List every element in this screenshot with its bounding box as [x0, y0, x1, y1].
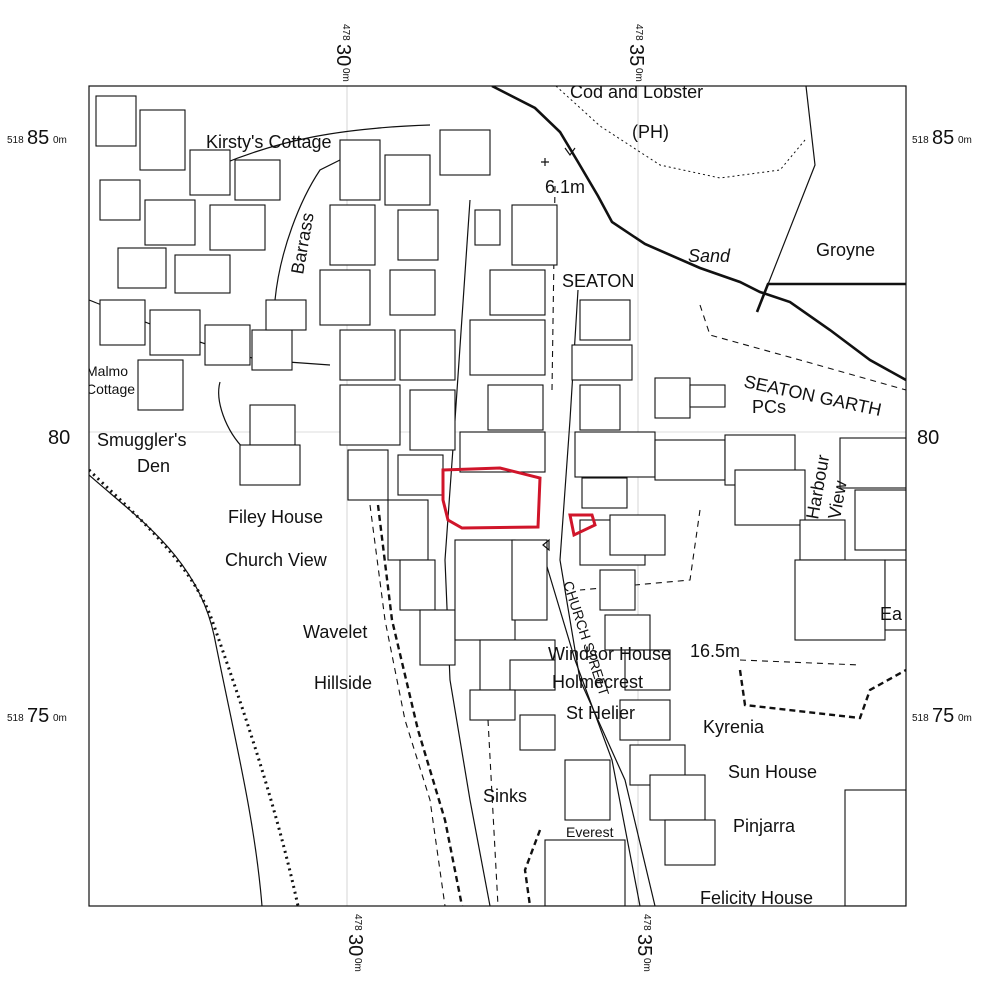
label-barrass: Barrass	[287, 211, 317, 276]
map-frame	[88, 85, 907, 907]
label-cottage: Cottage	[86, 381, 135, 397]
label-malmo: Malmo	[86, 363, 128, 379]
grid-label-right-upper-prefix: 518	[912, 135, 929, 146]
label-smugglers: Smuggler's	[97, 430, 186, 450]
label-everest: Everest	[566, 824, 614, 840]
grid-label-right-upper: 85	[932, 127, 954, 149]
label-windsor-house: Windsor House	[548, 644, 671, 664]
svg-text:478: 478	[340, 24, 351, 41]
label-holmecrest: Holmecrest	[552, 672, 643, 692]
grid-label-right-mid: 80	[917, 427, 939, 449]
cliff-path	[89, 468, 300, 906]
site-boundary-small	[568, 513, 597, 538]
grid-label-left-lower-prefix: 518	[7, 713, 24, 724]
church-street-inner	[544, 559, 641, 906]
svg-text:30: 30	[344, 934, 366, 956]
label-sand: Sand	[688, 246, 731, 266]
grid-label-left-upper-prefix: 518	[7, 135, 24, 146]
grid-label-left-upper-suffix: 0m	[53, 135, 67, 146]
label-ea: Ea	[880, 604, 903, 624]
map-content: Cod and Lobster (PH) Kirsty's Cottage 6.…	[86, 82, 906, 908]
label-height-16-5m: 16.5m	[690, 641, 740, 661]
label-pinjarra: Pinjarra	[733, 816, 796, 836]
svg-text:478: 478	[352, 914, 363, 931]
svg-text:0m: 0m	[641, 958, 652, 972]
road-kirsty	[219, 124, 431, 166]
grid-label-left-mid: 80	[48, 427, 70, 449]
svg-text:35: 35	[633, 934, 655, 956]
label-hillside: Hillside	[314, 673, 372, 693]
label-wavelet: Wavelet	[303, 622, 367, 642]
site-boundary-main	[441, 466, 542, 530]
svg-text:0m: 0m	[633, 68, 644, 82]
label-groyne: Groyne	[816, 240, 875, 260]
label-height-6-1m: 6.1m	[545, 177, 585, 197]
svg-text:478: 478	[633, 24, 644, 41]
svg-text:0m: 0m	[352, 958, 363, 972]
benchmark-arrow	[542, 538, 550, 552]
svg-text:30: 30	[332, 44, 354, 66]
grid-label-bottom-right: 478 35 0m	[633, 914, 655, 972]
grid-label-right-lower-prefix: 518	[912, 713, 929, 724]
grid-label-left-lower-suffix: 0m	[53, 713, 67, 724]
label-kyrenia: Kyrenia	[703, 717, 765, 737]
label-den: Den	[137, 456, 170, 476]
grid-label-top-right: 478 35 0m	[625, 24, 647, 82]
label-filey-house: Filey House	[228, 507, 323, 527]
label-church-view: Church View	[225, 550, 328, 570]
label-sun-house: Sun House	[728, 762, 817, 782]
grid-label-top-left: 478 30 0m	[332, 24, 354, 82]
buildings	[95, 95, 906, 906]
road-barrass-2	[218, 381, 246, 451]
label-ph: (PH)	[632, 122, 669, 142]
label-pcs: PCs	[752, 397, 786, 417]
grid-label-bottom-left: 478 30 0m	[344, 914, 366, 972]
grid-label-right-upper-suffix: 0m	[958, 135, 972, 146]
lane-dashed-thick-3	[738, 668, 906, 720]
label-kirstys-cottage: Kirsty's Cottage	[206, 132, 331, 152]
grid-label-right-lower-suffix: 0m	[958, 713, 972, 724]
grid-label-right-lower: 75	[932, 705, 954, 727]
spot-height-cross	[541, 158, 549, 166]
road-barrass-3	[274, 149, 361, 301]
garth-path	[699, 304, 906, 391]
svg-text:35: 35	[625, 44, 647, 66]
svg-text:478: 478	[641, 914, 652, 931]
groyne-edge	[764, 86, 816, 293]
lane-dashed-thick-2	[523, 829, 542, 906]
label-sinks: Sinks	[483, 786, 527, 806]
label-cod-and-lobster: Cod and Lobster	[570, 82, 703, 102]
grid-label-left-lower: 75	[27, 705, 49, 727]
label-seaton: SEATON	[562, 271, 634, 291]
lane-dashed-thick	[376, 504, 464, 906]
svg-text:0m: 0m	[340, 68, 351, 82]
church-street-east	[559, 289, 656, 906]
lane-dashed-3	[487, 719, 499, 906]
coastline	[491, 86, 906, 382]
grid-label-left-upper: 85	[27, 127, 49, 149]
label-st-helier: St Helier	[566, 703, 635, 723]
beach-boundary	[555, 86, 806, 179]
label-felicity-house: Felicity House	[700, 888, 813, 908]
lane-dashed-5	[739, 659, 861, 666]
spot-height-arrow	[564, 147, 576, 157]
lane-dashed-2	[369, 504, 446, 906]
